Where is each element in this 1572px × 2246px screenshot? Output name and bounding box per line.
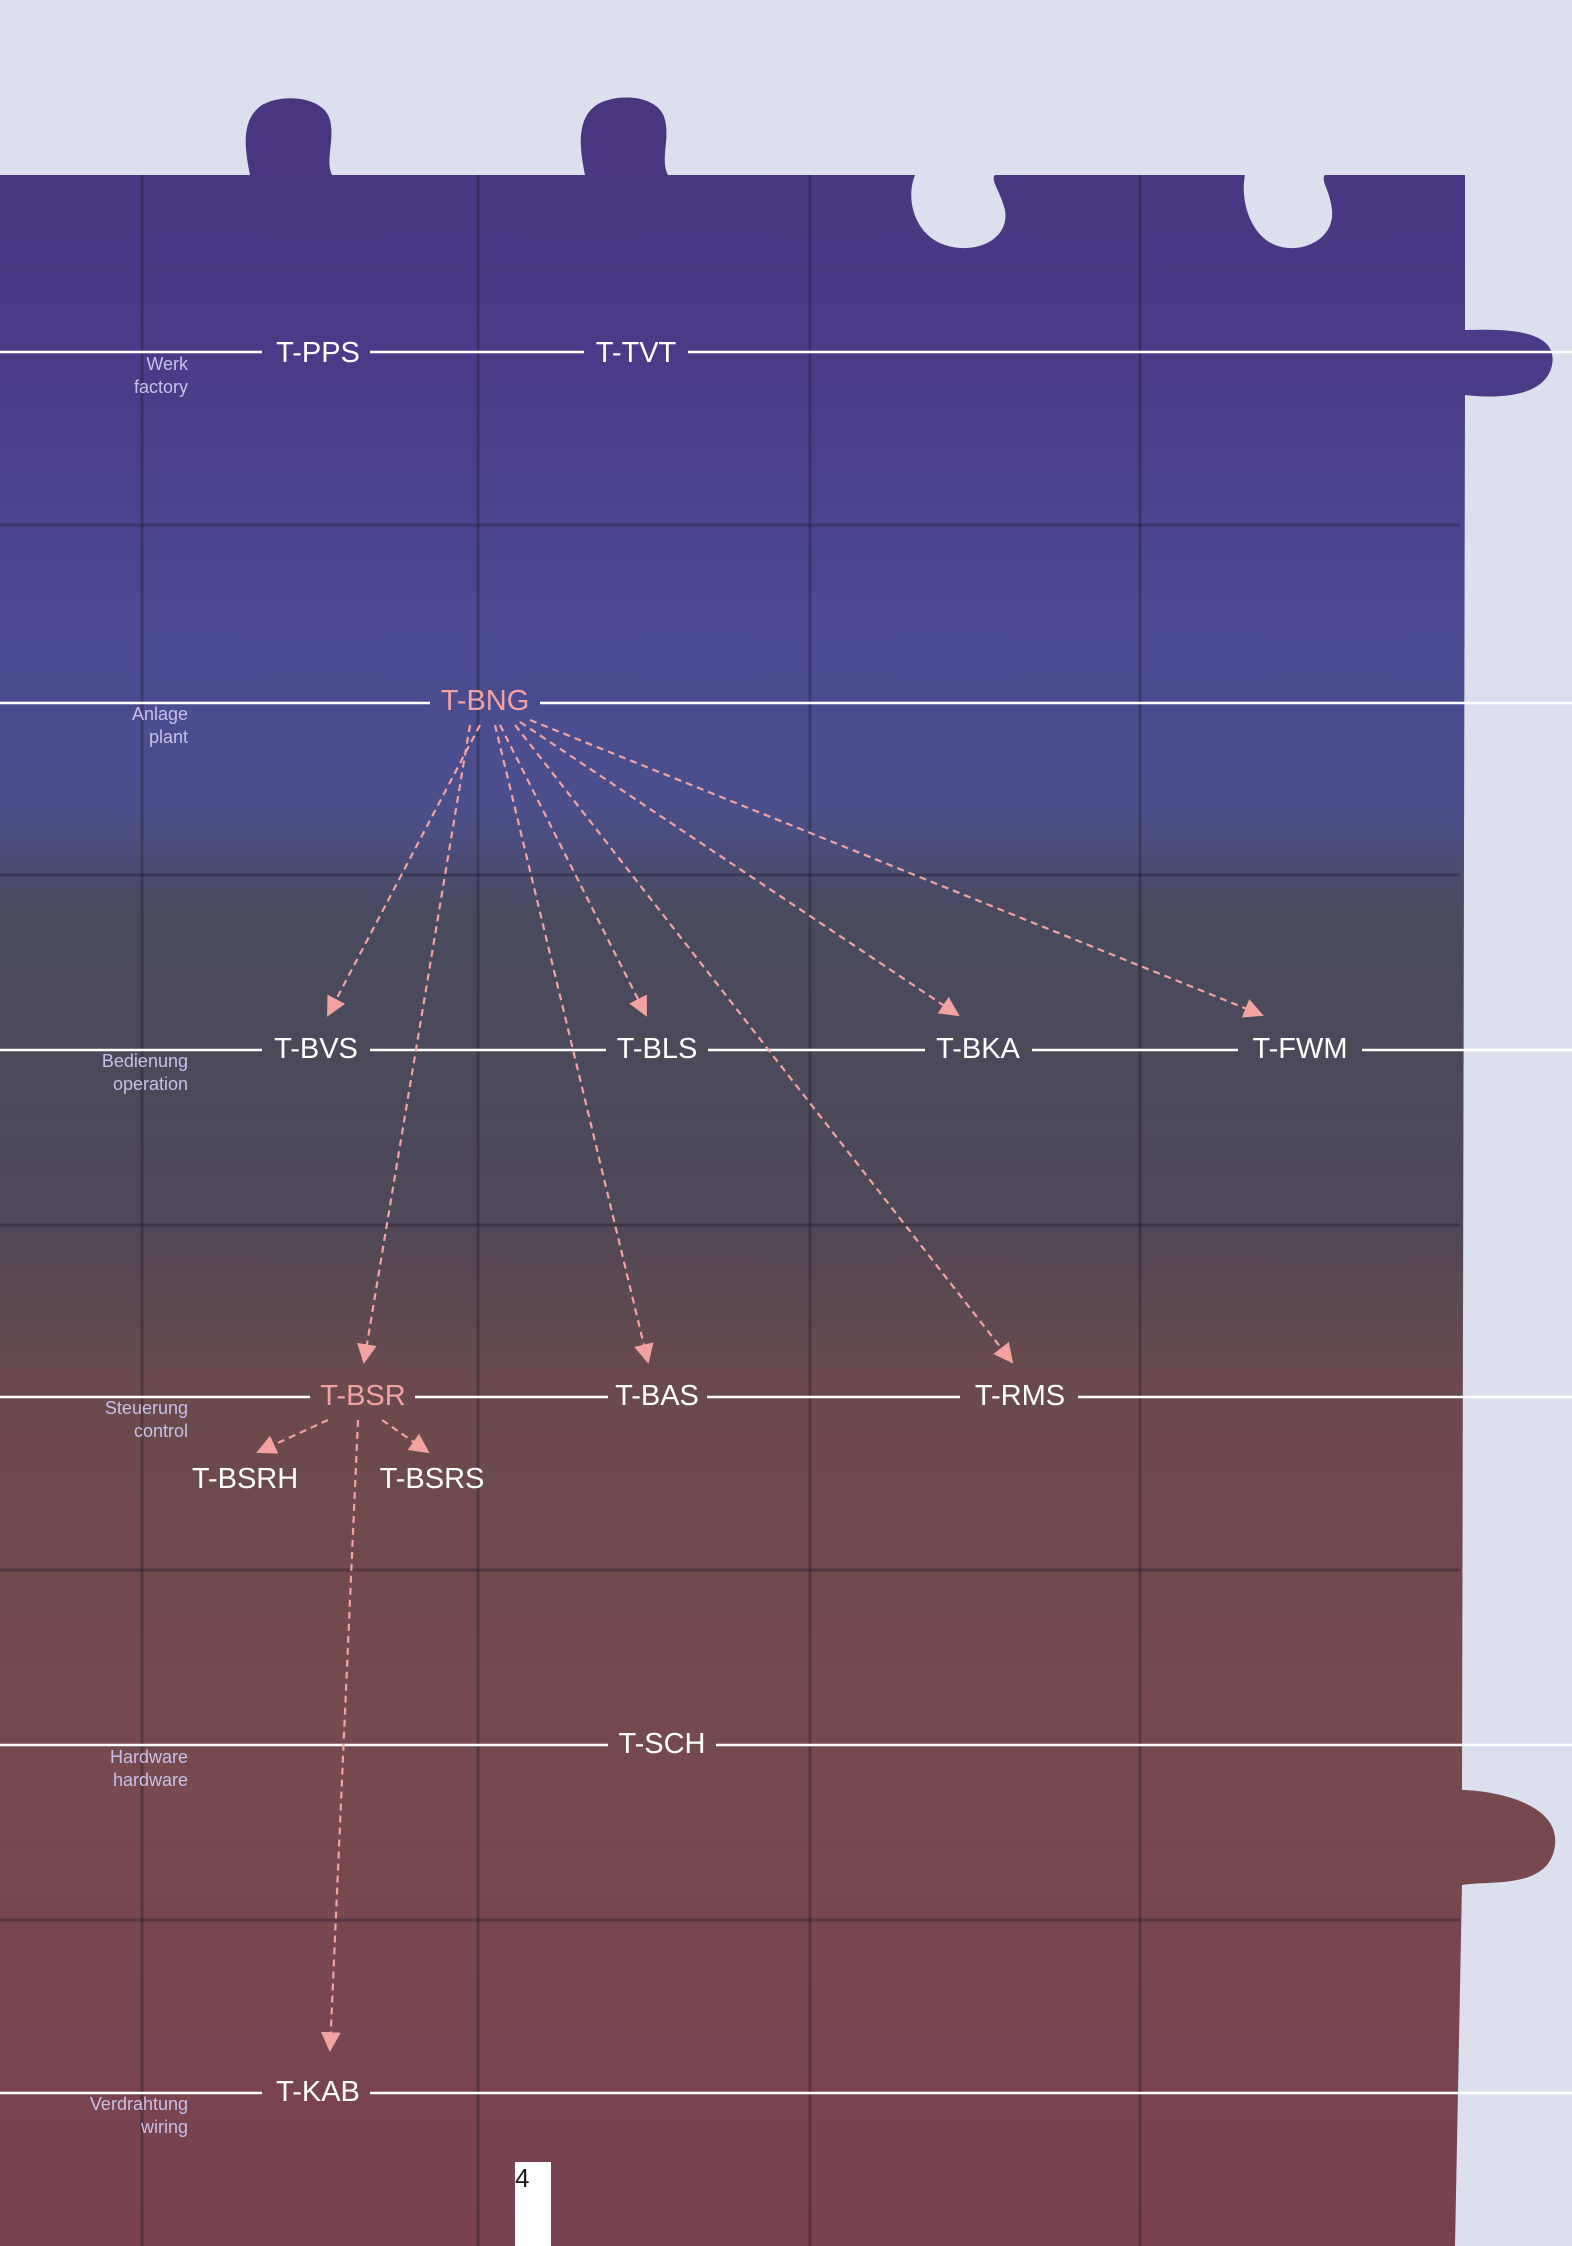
level-label-verdrahtung-de: Verdrahtung — [90, 2094, 188, 2114]
node-tbka: T-BKA — [936, 1033, 1020, 1065]
node-ttvt: T-TVT — [596, 337, 677, 369]
node-tsch: T-SCH — [619, 1728, 706, 1760]
page-number: 4 — [515, 2163, 569, 2194]
node-tbvs: T-BVS — [274, 1033, 358, 1065]
level-label-werk-de: Werk — [146, 354, 189, 374]
level-label-verdrahtung-en: wiring — [140, 2117, 188, 2137]
node-tbsrh: T-BSRH — [192, 1463, 298, 1495]
level-label-anlage-en: plant — [149, 727, 188, 747]
node-tfwm: T-FWM — [1252, 1033, 1347, 1065]
node-tbsrs: T-BSRS — [380, 1463, 485, 1495]
node-trms: T-RMS — [975, 1380, 1065, 1412]
level-label-bedienung-de: Bedienung — [102, 1051, 188, 1071]
level-label-werk-en: factory — [134, 377, 188, 397]
node-tbls: T-BLS — [617, 1033, 698, 1065]
node-tbas: T-BAS — [615, 1380, 699, 1412]
level-label-steuerung-de: Steuerung — [105, 1398, 188, 1418]
level-label-hardware-de: Hardware — [110, 1747, 188, 1767]
level-label-hardware-en: hardware — [113, 1770, 188, 1790]
node-tbsr: T-BSR — [320, 1380, 405, 1412]
colored-puzzle-area — [0, 97, 1555, 2246]
level-label-steuerung-en: control — [134, 1421, 188, 1441]
node-tbng: T-BNG — [441, 685, 530, 717]
node-tkab: T-KAB — [276, 2076, 360, 2108]
node-tpps: T-PPS — [276, 337, 360, 369]
level-label-bedienung-en: operation — [113, 1074, 188, 1094]
level-label-anlage-de: Anlage — [132, 704, 188, 724]
